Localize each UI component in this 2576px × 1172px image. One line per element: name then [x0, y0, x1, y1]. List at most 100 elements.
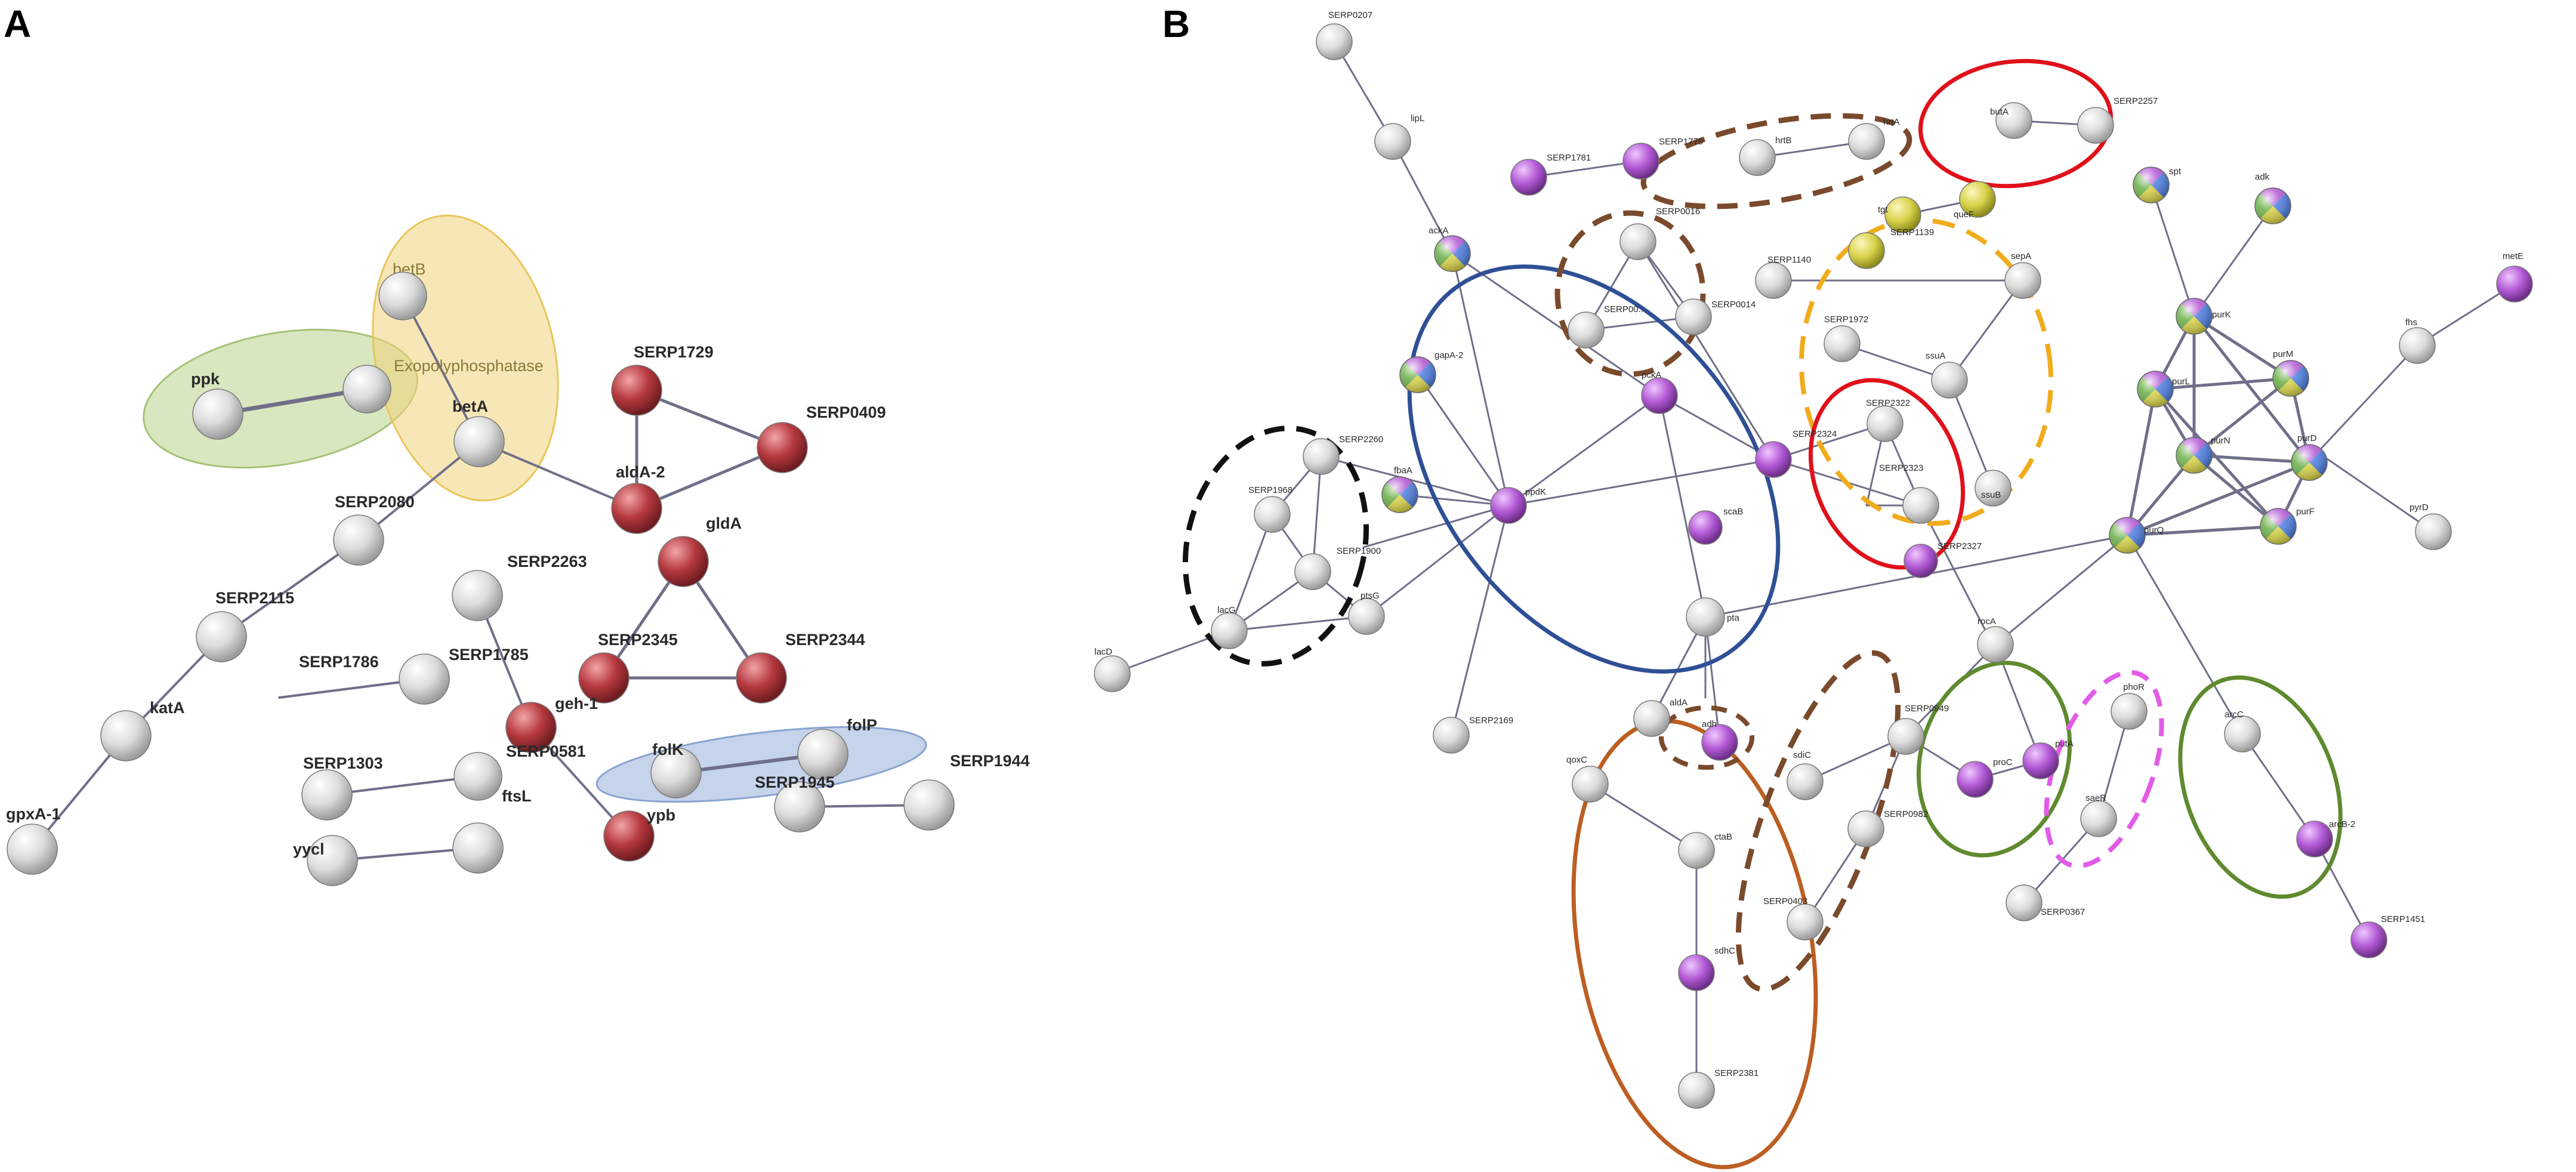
node-SERP0949: [1887, 718, 1924, 755]
node-folP: [797, 729, 849, 780]
panel-a-nodes: ppkbetASERP1729SERP0409aldA-2SERP2080gld…: [6, 272, 1030, 886]
node-SERP0016: [1619, 223, 1656, 260]
node-SERP2344: [736, 652, 787, 704]
label-lacD: lacD: [1094, 647, 1112, 657]
node-SERP0207: [1316, 23, 1353, 60]
node-spt: [2133, 166, 2170, 203]
label-ackA: ackA: [1429, 226, 1448, 236]
label-SERP2257: SERP2257: [2114, 96, 2158, 106]
label-hrtA: hrtA: [1883, 117, 1900, 127]
label-geh-1: geh-1: [555, 695, 598, 713]
label-yycl: yycl: [293, 840, 325, 858]
ring-brown-dashed-top: [1554, 210, 1706, 377]
node-purM: [2272, 360, 2309, 397]
label-saeR: saeR: [2086, 793, 2106, 803]
label-katA: katA: [150, 699, 185, 717]
ring-black-dashed: [1182, 425, 1369, 667]
label-SERP2263: SERP2263: [507, 553, 587, 570]
node-SERP2345: [578, 652, 630, 704]
label-ptsG: ptsG: [1361, 591, 1380, 601]
label-fhs: fhs: [2405, 317, 2417, 328]
node-SERP1303: [301, 769, 353, 821]
label-SERP1786: SERP1786: [299, 653, 379, 671]
label-SERP0014: SERP0014: [1711, 300, 1756, 310]
node-scaB: [1688, 510, 1723, 545]
node-SERP0409: [757, 422, 808, 473]
node-SERP1968: [1254, 496, 1291, 533]
label-SERP0581: SERP0581: [506, 742, 586, 760]
node-ppdK: [1490, 487, 1527, 524]
node-pta: [1686, 597, 1725, 637]
node-purL: [2137, 371, 2174, 408]
label-rocA: rocA: [1977, 616, 1996, 627]
node-SERP0014: [1675, 298, 1712, 335]
label-SERP2323: SERP2323: [1879, 463, 1923, 473]
label-gpxA-1: gpxA-1: [6, 805, 61, 823]
node-SERP1944: [903, 779, 955, 831]
label-folP: folP: [847, 716, 877, 734]
node-ftsL: [452, 822, 504, 874]
node-arcB-2: [2296, 821, 2333, 858]
ring-brown-dashed-hrt: [1640, 113, 1912, 209]
label-purM: purM: [2273, 349, 2293, 359]
node-SERP0982: [1847, 810, 1884, 847]
label-SERP1140: SERP1140: [1767, 255, 1811, 265]
node-betB: [378, 272, 427, 320]
label-purQ: purQ: [2144, 525, 2164, 535]
label-SERP1303: SERP1303: [303, 754, 383, 772]
panel-b-letter: B: [1162, 2, 1190, 45]
label-pta: pta: [1727, 613, 1740, 623]
label-SERP1139: SERP1139: [1890, 227, 1934, 238]
node-ptsG: [1348, 598, 1385, 635]
node-metE: [2496, 266, 2533, 303]
panel-b: B: [1111, 2, 2516, 1170]
node-SERP0367: [2006, 884, 2043, 921]
label-SERP2169: SERP2169: [1469, 715, 1513, 726]
label-SERP2115: SERP2115: [215, 589, 294, 607]
label-SERP1729: SERP1729: [634, 343, 714, 361]
label-putA: putA: [2055, 739, 2074, 749]
label-pyrD: pyrD: [2410, 502, 2429, 513]
node-purK: [2176, 298, 2213, 335]
label-SERP1945: SERP1945: [755, 773, 835, 791]
node-queF: [1959, 181, 1996, 218]
label-SERP1785: SERP1785: [449, 646, 529, 664]
node-SERP1139: [1848, 232, 1885, 269]
node-SERP2322: [1867, 405, 1904, 442]
node-ssuB: [1975, 470, 2012, 507]
node-pckA: [1641, 377, 1678, 414]
node-hrtA: [1848, 123, 1885, 160]
label-SERP0207: SERP0207: [1328, 10, 1372, 20]
label-SERP0403: SERP0403: [1763, 896, 1807, 906]
node-saeR: [2080, 800, 2117, 837]
label-ctaB: ctaB: [1714, 832, 1732, 842]
ring-magenta-dashed: [2044, 670, 2164, 869]
node-ppk: [192, 388, 243, 440]
label-SERP1972: SERP1972: [1824, 314, 1868, 325]
node-qoxC: [1572, 766, 1609, 803]
label-qoxC: qoxC: [1566, 755, 1587, 765]
node-lacD: [1094, 655, 1131, 692]
label-spt: spt: [2169, 166, 2182, 177]
node-SERP2327: [1904, 544, 1938, 578]
label-SERP0367: SERP0367: [2041, 907, 2085, 917]
node-butA: [1995, 102, 2032, 139]
node-ssuA: [1931, 362, 1968, 399]
node-SERP0403: [1787, 903, 1824, 940]
node-folK: [650, 747, 702, 798]
node-sepA: [2004, 262, 2041, 299]
label-pckA: pckA: [1642, 370, 1661, 380]
node-SERP2080: [333, 514, 384, 566]
label-purL: purL: [2172, 377, 2190, 387]
label-ypb: ypb: [647, 806, 675, 824]
node-exopolyphosphatase: [343, 365, 391, 414]
ring-green-arc: [2178, 675, 2343, 899]
node-SERP2323: [1902, 487, 1939, 524]
label-SERP0949: SERP0949: [1905, 704, 1949, 714]
node-SERP2263: [452, 570, 503, 621]
node-SERP1451: [2350, 921, 2387, 958]
label-SERP2324: SERP2324: [1793, 429, 1837, 439]
label-adh: adh: [1702, 719, 1717, 729]
